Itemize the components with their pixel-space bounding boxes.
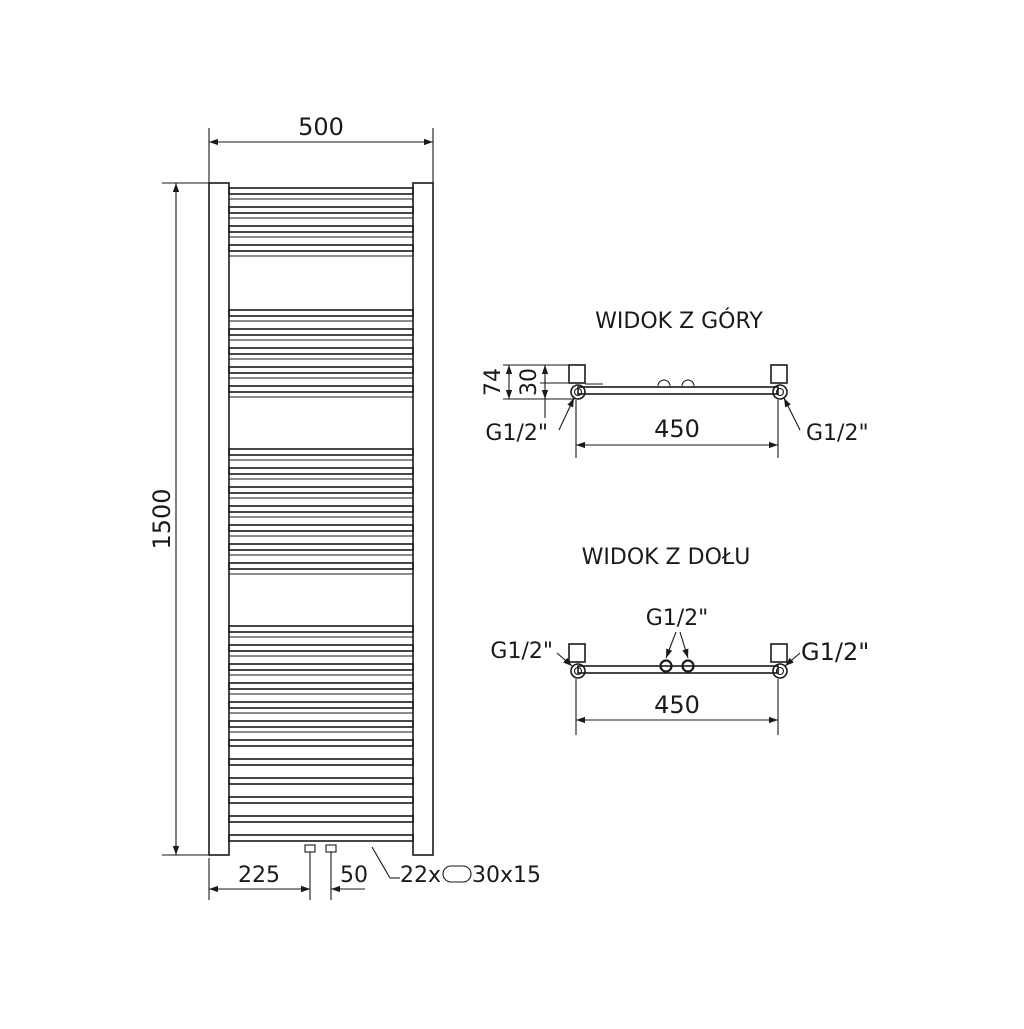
top-right-connector: [772, 384, 788, 400]
rail: [228, 834, 414, 842]
bottom-view: WIDOK Z DOŁU G1/2" G1/2" G1/2" 450: [490, 545, 869, 735]
top-hidden-pipe-left: [657, 379, 671, 387]
rail: [228, 309, 414, 317]
rails: [228, 187, 414, 842]
right-column: [412, 182, 434, 856]
rail: [228, 244, 414, 252]
rail: [228, 644, 414, 652]
top-left-connector-label: G1/2": [485, 421, 548, 446]
rail: [228, 225, 414, 233]
height-label: 1500: [148, 488, 176, 549]
bottom-span-dimension: 450: [575, 679, 779, 735]
rail: [228, 206, 414, 214]
rail: [228, 682, 414, 690]
rail: [228, 328, 414, 336]
top-right-connector-label: G1/2": [806, 421, 869, 446]
rail: [228, 562, 414, 570]
rail: [228, 701, 414, 709]
bottom-right-connector-label: G1/2": [801, 638, 869, 666]
front-view: 500 1500 225 50: [148, 113, 541, 900]
rail-profile-icon: [442, 865, 472, 883]
rail: [228, 796, 414, 804]
width-label: 500: [298, 113, 344, 141]
bottom-left-connector: [570, 663, 586, 679]
width-dimension: 500: [208, 113, 434, 183]
top-view-title: WIDOK Z GÓRY: [595, 308, 763, 334]
offset-dimension: 225: [208, 858, 310, 900]
bottom-right-connector: [772, 663, 788, 679]
rail: [228, 486, 414, 494]
left-column: [208, 182, 230, 856]
bottom-view-title: WIDOK Z DOŁU: [582, 545, 751, 570]
bottom-center-connector-label: G1/2": [646, 606, 709, 631]
rail: [228, 467, 414, 475]
inner-depth-dimension: 30: [517, 365, 568, 418]
pipe-spacing-label: 50: [340, 863, 368, 888]
pipe-spacing-dimension: 50: [290, 863, 368, 893]
height-dimension: 1500: [148, 182, 209, 856]
bottom-left-connector-label: G1/2": [490, 639, 553, 664]
bottom-span-label: 450: [654, 691, 700, 719]
rail: [228, 543, 414, 551]
top-span-dimension: 450: [575, 400, 779, 458]
top-left-connector: [570, 384, 586, 400]
rail: [228, 347, 414, 355]
rail: [228, 758, 414, 766]
depth-dimension: 74: [481, 364, 585, 400]
rail: [228, 366, 414, 374]
rail: [228, 777, 414, 785]
rail-profile-label: 30x15: [472, 863, 541, 888]
offset-left-label: 225: [238, 863, 280, 888]
rail-callout: 22x 30x15: [371, 846, 541, 888]
rail: [228, 625, 414, 633]
inner-depth-label: 30: [517, 368, 542, 396]
rail: [228, 739, 414, 747]
rail: [228, 187, 414, 195]
top-hidden-pipe-right: [681, 379, 695, 387]
rail: [228, 385, 414, 393]
rail: [228, 524, 414, 532]
rail: [228, 720, 414, 728]
bottom-connectors: [304, 844, 337, 900]
top-left-valve: [568, 364, 586, 384]
top-view: WIDOK Z GÓRY 74 30 G1/2": [481, 308, 869, 458]
rail: [228, 815, 414, 823]
rail: [228, 505, 414, 513]
bottom-pipe-left: [659, 659, 673, 673]
top-view-body: [577, 386, 779, 395]
rail: [228, 663, 414, 671]
top-span-label: 450: [654, 415, 700, 443]
rail: [228, 448, 414, 456]
depth-label: 74: [481, 368, 506, 396]
top-right-valve: [770, 364, 788, 384]
bottom-pipe-right: [681, 659, 695, 673]
bottom-right-valve: [770, 643, 788, 663]
bottom-view-body: [577, 665, 779, 674]
bottom-left-valve: [568, 643, 586, 663]
rails-label: 22x: [400, 863, 441, 888]
